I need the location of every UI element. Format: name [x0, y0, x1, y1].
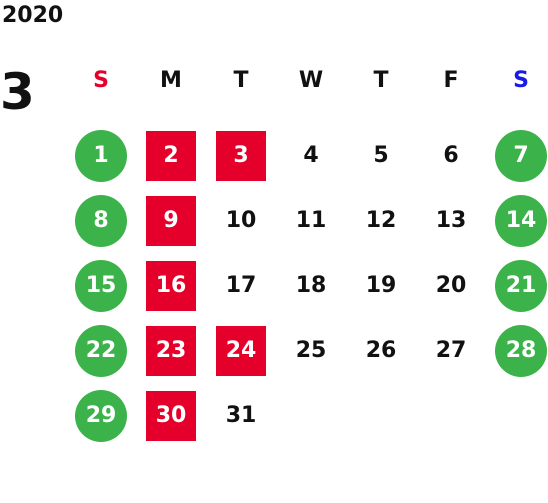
- day-number[interactable]: 7: [495, 129, 547, 182]
- day-number[interactable]: 18: [295, 273, 327, 298]
- day-cell: 15: [66, 253, 136, 318]
- day-number[interactable]: 20: [435, 273, 467, 298]
- day-number[interactable]: 8: [75, 194, 127, 247]
- day-number[interactable]: 21: [495, 259, 547, 312]
- day-cell: 16: [136, 253, 206, 318]
- day-number[interactable]: 14: [495, 194, 547, 247]
- day-number[interactable]: 10: [225, 208, 257, 233]
- day-cell: 27: [416, 318, 486, 383]
- day-number[interactable]: 26: [365, 338, 397, 363]
- day-cell: 28: [486, 318, 548, 383]
- day-cell: 9: [136, 188, 206, 253]
- day-cell: 11: [276, 188, 346, 253]
- day-number[interactable]: 2: [146, 130, 196, 181]
- weekday-header-thu: T: [373, 68, 389, 93]
- calendar-grid: S M T W T F S 1 2 3 4 5 6 7 8 9 10 11 12…: [66, 58, 548, 448]
- day-cell: 7: [486, 123, 548, 188]
- year-label: 2020: [2, 3, 64, 28]
- day-cell: 19: [346, 253, 416, 318]
- day-cell: 31: [206, 383, 276, 448]
- day-number[interactable]: 15: [75, 259, 127, 312]
- day-cell: 2: [136, 123, 206, 188]
- day-cell: 30: [136, 383, 206, 448]
- day-number[interactable]: 19: [365, 273, 397, 298]
- day-number[interactable]: 31: [225, 403, 257, 428]
- day-number[interactable]: 27: [435, 338, 467, 363]
- day-number[interactable]: 16: [146, 260, 196, 311]
- day-number[interactable]: 9: [146, 195, 196, 246]
- day-number[interactable]: 5: [373, 143, 389, 168]
- day-number[interactable]: 28: [495, 324, 547, 377]
- day-cell: 8: [66, 188, 136, 253]
- day-number[interactable]: 4: [303, 143, 319, 168]
- day-cell: 14: [486, 188, 548, 253]
- day-cell: 25: [276, 318, 346, 383]
- day-cell: 20: [416, 253, 486, 318]
- day-cell: 23: [136, 318, 206, 383]
- day-cell: 6: [416, 123, 486, 188]
- day-cell: 4: [276, 123, 346, 188]
- day-number[interactable]: 30: [146, 390, 196, 441]
- day-number[interactable]: 6: [443, 143, 459, 168]
- day-cell: 17: [206, 253, 276, 318]
- day-number[interactable]: 24: [216, 325, 266, 376]
- day-number[interactable]: 22: [75, 324, 127, 377]
- day-number[interactable]: 11: [295, 208, 327, 233]
- day-cell: 26: [346, 318, 416, 383]
- day-cell: 29: [66, 383, 136, 448]
- weekday-header-sun: S: [93, 68, 109, 93]
- day-number[interactable]: 1: [75, 129, 127, 182]
- day-cell: 3: [206, 123, 276, 188]
- day-cell: 22: [66, 318, 136, 383]
- day-cell: 1: [66, 123, 136, 188]
- weekday-header-wed: W: [298, 68, 324, 93]
- day-number[interactable]: 17: [225, 273, 257, 298]
- day-number[interactable]: 23: [146, 325, 196, 376]
- day-cell: 12: [346, 188, 416, 253]
- month-number: 3: [0, 63, 35, 121]
- weekday-header-tue: T: [233, 68, 249, 93]
- day-number[interactable]: 12: [365, 208, 397, 233]
- day-number[interactable]: 3: [216, 130, 266, 181]
- day-cell: 13: [416, 188, 486, 253]
- day-number[interactable]: 25: [295, 338, 327, 363]
- day-cell: 10: [206, 188, 276, 253]
- weekday-header-fri: F: [443, 68, 459, 93]
- day-cell: 5: [346, 123, 416, 188]
- day-cell: 18: [276, 253, 346, 318]
- day-number[interactable]: 29: [75, 389, 127, 442]
- weekday-header-mon: M: [160, 68, 182, 93]
- day-cell: 21: [486, 253, 548, 318]
- day-number[interactable]: 13: [435, 208, 467, 233]
- day-cell: 24: [206, 318, 276, 383]
- weekday-header-sat: S: [513, 68, 529, 93]
